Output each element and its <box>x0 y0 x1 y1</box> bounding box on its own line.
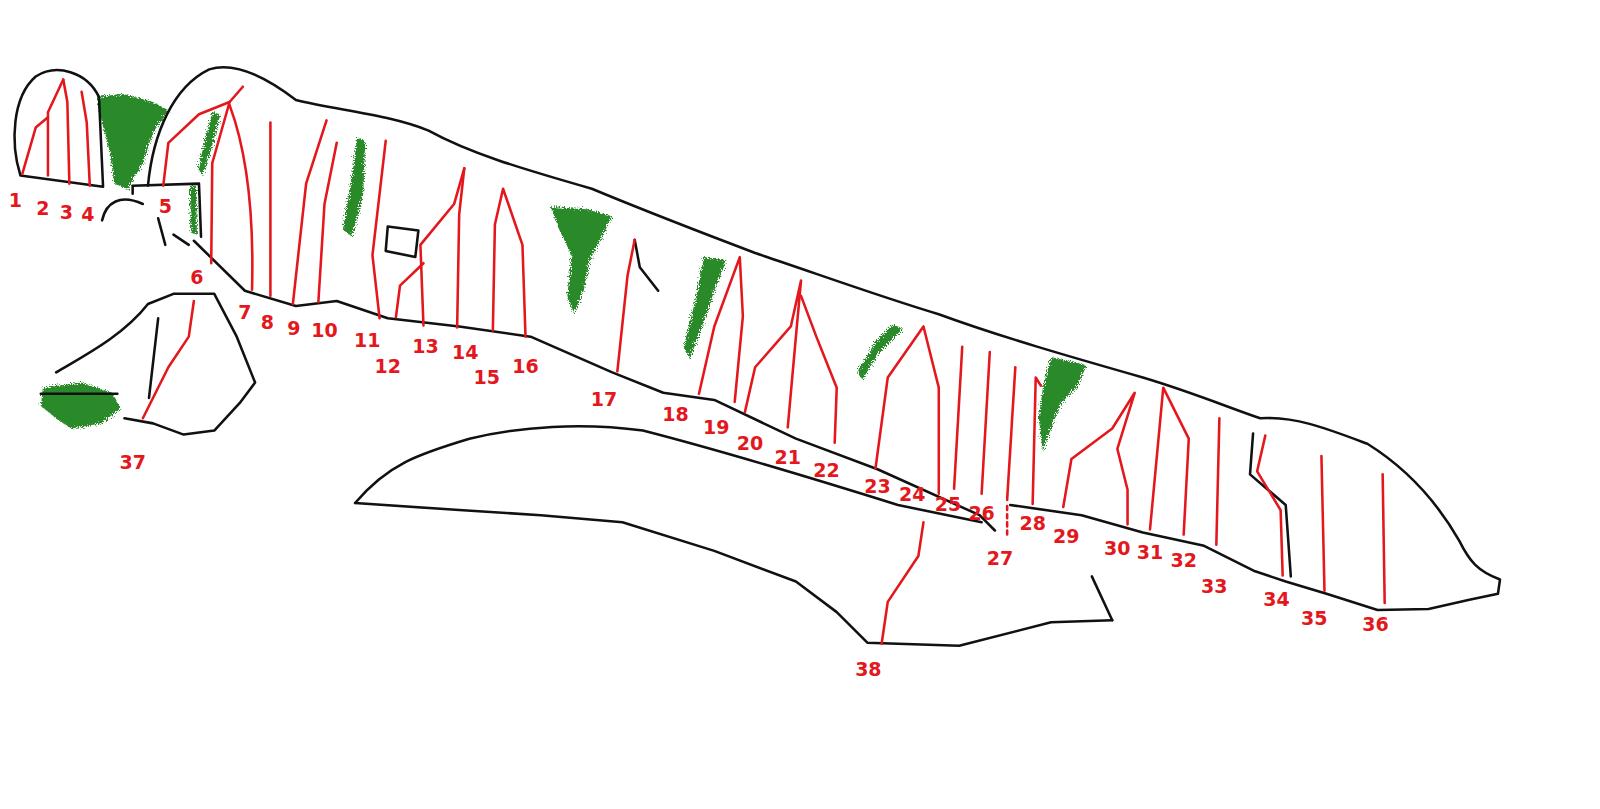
route-number: 29 <box>1052 525 1080 546</box>
route-number: 27 <box>986 548 1014 569</box>
route-number: 4 <box>80 204 95 225</box>
route-number: 33 <box>1200 575 1228 596</box>
route-number: 23 <box>863 475 891 496</box>
route-number: 13 <box>411 335 439 356</box>
route-number: 28 <box>1018 513 1046 534</box>
route-number: 9 <box>286 318 301 339</box>
route-number: 10 <box>310 319 338 340</box>
route-number: 19 <box>702 417 730 438</box>
route-number: 15 <box>473 367 501 388</box>
route-number: 18 <box>661 404 689 425</box>
route-number: 17 <box>590 388 618 409</box>
route-number: 36 <box>1361 614 1389 635</box>
vegetation <box>41 94 1087 451</box>
route-number: 24 <box>898 483 926 504</box>
route-lines <box>22 80 1384 644</box>
route-number: 35 <box>1300 608 1328 629</box>
route-number: 7 <box>237 302 252 323</box>
route-number: 2 <box>35 198 50 219</box>
route-number: 32 <box>1169 550 1197 571</box>
route-number: 31 <box>1136 541 1164 562</box>
route-number: 38 <box>854 659 882 680</box>
route-number: 1 <box>8 189 23 210</box>
route-number: 25 <box>934 493 962 514</box>
route-number: 34 <box>1262 588 1290 609</box>
route-number: 6 <box>189 267 204 288</box>
route-number: 14 <box>451 341 479 362</box>
route-number: 3 <box>59 202 74 223</box>
route-number: 37 <box>118 452 146 473</box>
route-number: 12 <box>374 356 402 377</box>
route-number: 20 <box>736 432 764 453</box>
route-number: 30 <box>1103 537 1131 558</box>
route-number: 21 <box>774 447 802 468</box>
route-number: 16 <box>511 356 539 377</box>
route-number: 26 <box>967 503 995 524</box>
route-number: 8 <box>260 312 275 333</box>
rock-outline <box>15 67 1500 646</box>
route-number: 11 <box>353 329 381 350</box>
route-number: 22 <box>812 460 840 481</box>
route-number: 5 <box>158 196 173 217</box>
